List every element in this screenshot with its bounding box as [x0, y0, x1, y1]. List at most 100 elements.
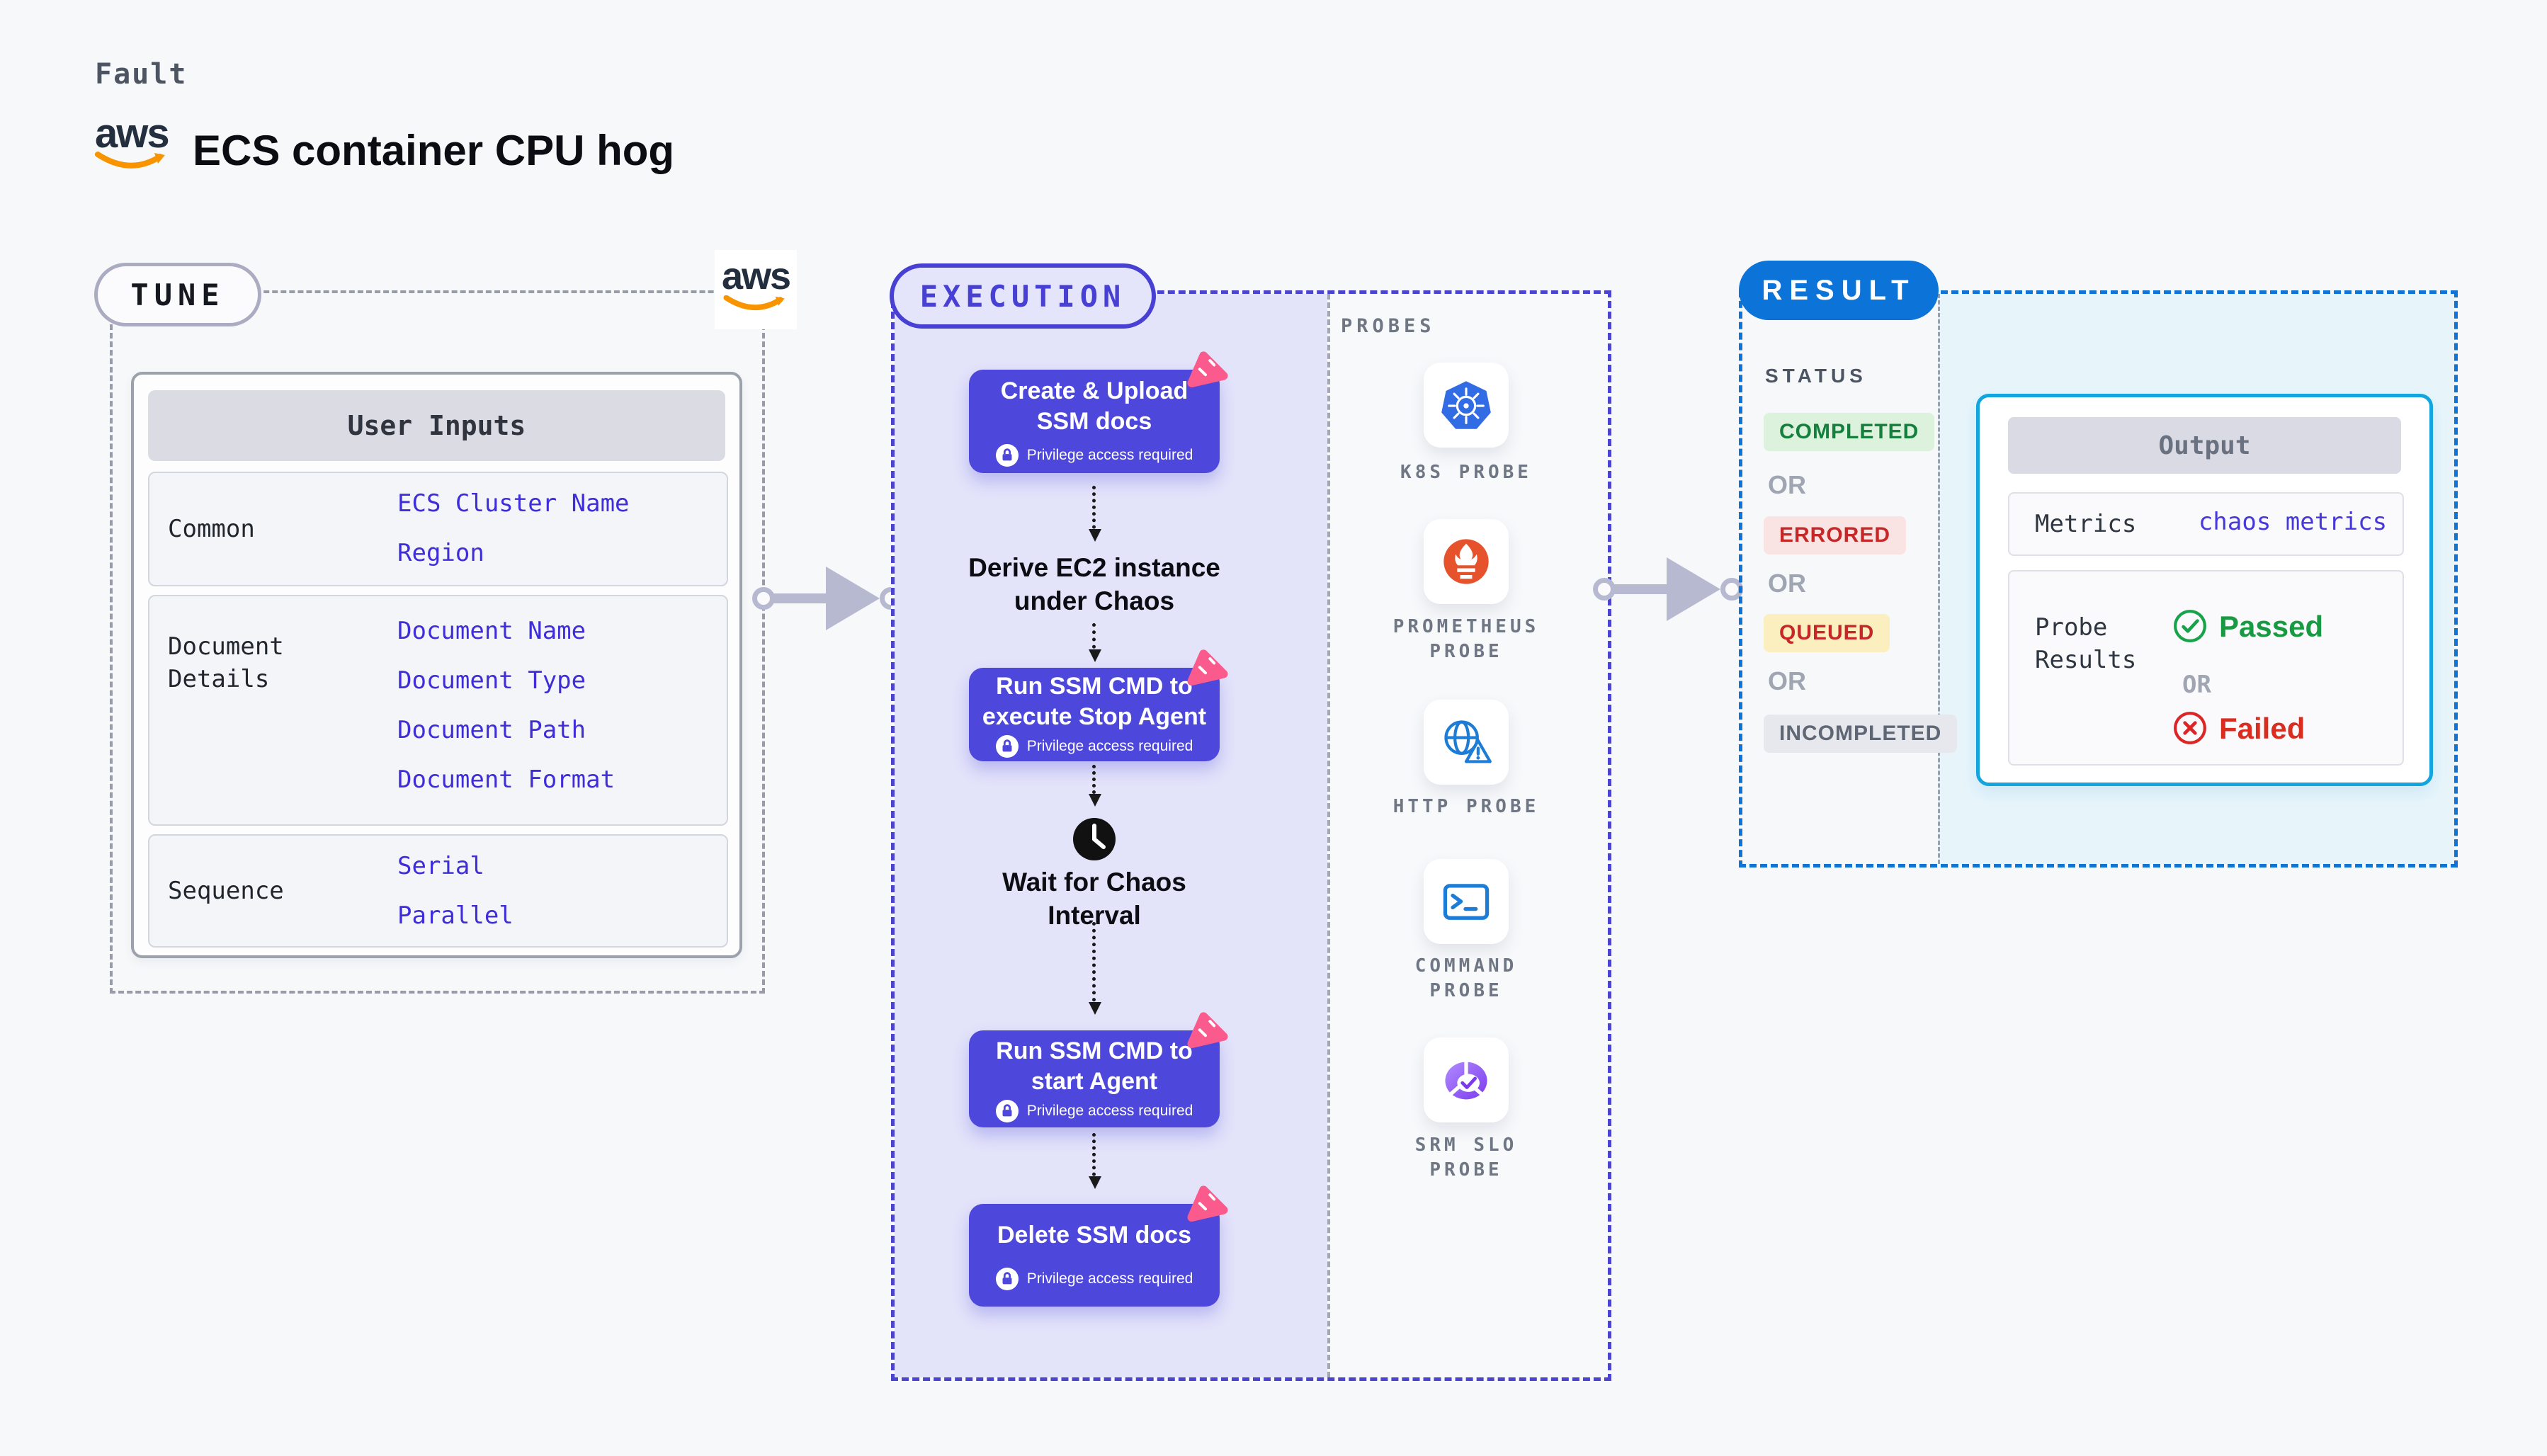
input-group-sequence: Sequence Serial Parallel	[148, 834, 728, 948]
or-separator: OR	[1768, 569, 1806, 598]
fault-kicker: Fault	[95, 58, 188, 91]
or-separator: OR	[1768, 470, 1806, 499]
output-panel: Output Metrics chaos metrics Probe Resul…	[1976, 394, 2433, 786]
chaos-badge-icon	[1187, 1012, 1228, 1049]
execution-probes-divider	[1327, 294, 1330, 1377]
metrics-value: chaos metrics	[2198, 508, 2388, 536]
terminal-icon	[1443, 884, 1490, 920]
aws-smile-icon	[723, 295, 785, 311]
input-group-label: Document Details	[168, 632, 284, 693]
probe-card-k8s	[1424, 363, 1509, 448]
lock-icon	[995, 735, 1019, 758]
metrics-label: Metrics	[2035, 510, 2137, 538]
flow-arrow-down	[1089, 1133, 1101, 1189]
step-line: execute Stop Agent	[982, 703, 1207, 730]
flow-arrow-down	[1089, 486, 1101, 542]
chaos-badge-icon	[1187, 351, 1228, 388]
step-create-upload-ssm-docs: Create & Upload SSM docs Privilege acces…	[969, 370, 1220, 473]
step-line: Create & Upload	[1000, 377, 1189, 404]
privilege-label: Privilege access required	[1026, 447, 1193, 463]
lock-icon	[995, 444, 1019, 467]
execution-section-label: EXECUTION	[919, 278, 1126, 314]
step-line: start Agent	[1031, 1067, 1158, 1095]
probe-card-prometheus	[1424, 519, 1509, 604]
aws-corner-logo: aws	[715, 250, 797, 329]
connector-line	[764, 593, 841, 603]
result-section-label: RESULT	[1762, 274, 1916, 306]
aws-smile-icon	[95, 152, 165, 169]
lock-icon	[995, 1099, 1019, 1122]
step-line: under Chaos	[1014, 586, 1175, 615]
aws-corner-logo-text: aws	[721, 255, 791, 297]
flow-arrow-down	[1089, 922, 1101, 1015]
connector-arrowhead-icon	[1667, 557, 1720, 621]
input-value: Document Path	[397, 716, 586, 744]
probe-label: K8S PROBE	[1400, 462, 1532, 483]
user-inputs-card: User Inputs Common ECS Cluster Name Regi…	[131, 372, 742, 958]
probes-title: PROBES	[1341, 315, 1436, 337]
tune-section-pill: TUNE	[94, 263, 261, 326]
input-value: Document Format	[397, 766, 616, 794]
probe-label: PROMETHEUS PROBE	[1392, 616, 1540, 662]
probe-label: COMMAND PROBE	[1414, 955, 1518, 1001]
user-inputs-title: User Inputs	[148, 390, 725, 461]
execution-section-pill: EXECUTION	[890, 263, 1156, 329]
connector-line	[1604, 584, 1682, 594]
step-line: Run SSM CMD to	[996, 1037, 1193, 1064]
failed-x-icon	[2174, 712, 2206, 744]
input-value: Parallel	[397, 902, 514, 930]
aws-logo: aws	[95, 113, 173, 184]
connector-dot	[752, 587, 775, 610]
flow-arrow-down	[1089, 623, 1101, 662]
srm-slo-gauge-icon	[1445, 1060, 1487, 1100]
status-badge-queued: QUEUED	[1764, 614, 1890, 652]
connector-dot	[1593, 578, 1616, 601]
probe-card-command	[1424, 859, 1509, 944]
prometheus-icon	[1443, 539, 1489, 584]
input-group-document-details: Document Details Document Name Document …	[148, 595, 728, 826]
connector-arrowhead-icon	[826, 567, 880, 630]
or-separator: OR	[2182, 671, 2211, 699]
probe-results-row: Probe Results Passed OR Failed	[2008, 570, 2404, 766]
chaos-badge-icon	[1187, 1185, 1228, 1222]
http-globe-warning-icon	[1444, 720, 1492, 763]
status-badge-incompleted: INCOMPLETED	[1764, 715, 1958, 753]
input-value: Serial	[397, 852, 484, 880]
privilege-label: Privilege access required	[1026, 1102, 1193, 1119]
status-badge-completed: COMPLETED	[1764, 413, 1935, 451]
probe-card-srm-slo	[1424, 1037, 1509, 1122]
probe-results-label: Probe Results	[2035, 613, 2137, 674]
probe-label: HTTP PROBE	[1392, 796, 1540, 817]
step-run-ssm-stop-agent: Run SSM CMD to execute Stop Agent Privil…	[969, 668, 1220, 761]
passed-label: Passed	[2219, 610, 2324, 643]
metrics-row: Metrics chaos metrics	[2008, 492, 2404, 556]
lock-icon	[995, 1267, 1019, 1290]
privilege-label: Privilege access required	[1026, 1270, 1193, 1287]
or-separator: OR	[1768, 666, 1806, 695]
kubernetes-icon	[1441, 381, 1491, 429]
tune-section-label: TUNE	[130, 277, 225, 312]
failed-label: Failed	[2219, 712, 2305, 745]
aws-logo-text: aws	[95, 110, 170, 157]
step-line: Wait for Chaos	[1002, 868, 1186, 897]
input-value: Document Name	[397, 617, 586, 645]
step-line: Run SSM CMD to	[996, 673, 1193, 700]
flow-arrow-down	[1089, 765, 1101, 807]
input-value: ECS Cluster Name	[397, 489, 630, 518]
clock-icon	[1073, 818, 1116, 860]
step-delete-ssm-docs: Delete SSM docs Privilege access require…	[969, 1204, 1220, 1307]
result-section-pill: RESULT	[1739, 261, 1939, 320]
input-group-label: Common	[168, 515, 255, 543]
step-line: Derive EC2 instance	[968, 553, 1220, 582]
status-title: STATUS	[1765, 365, 1867, 387]
probe-card-http	[1424, 700, 1509, 785]
result-status-divider	[1938, 294, 1940, 864]
step-wait-for-chaos: Wait for Chaos Interval	[953, 865, 1236, 932]
probe-label: SRM SLO PROBE	[1414, 1134, 1518, 1181]
input-value: Region	[397, 539, 484, 567]
step-derive-ec2: Derive EC2 instance under Chaos	[953, 551, 1236, 618]
input-group-label: Sequence	[168, 877, 284, 905]
tune-section-frame	[110, 290, 765, 994]
input-group-common: Common ECS Cluster Name Region	[148, 472, 728, 586]
